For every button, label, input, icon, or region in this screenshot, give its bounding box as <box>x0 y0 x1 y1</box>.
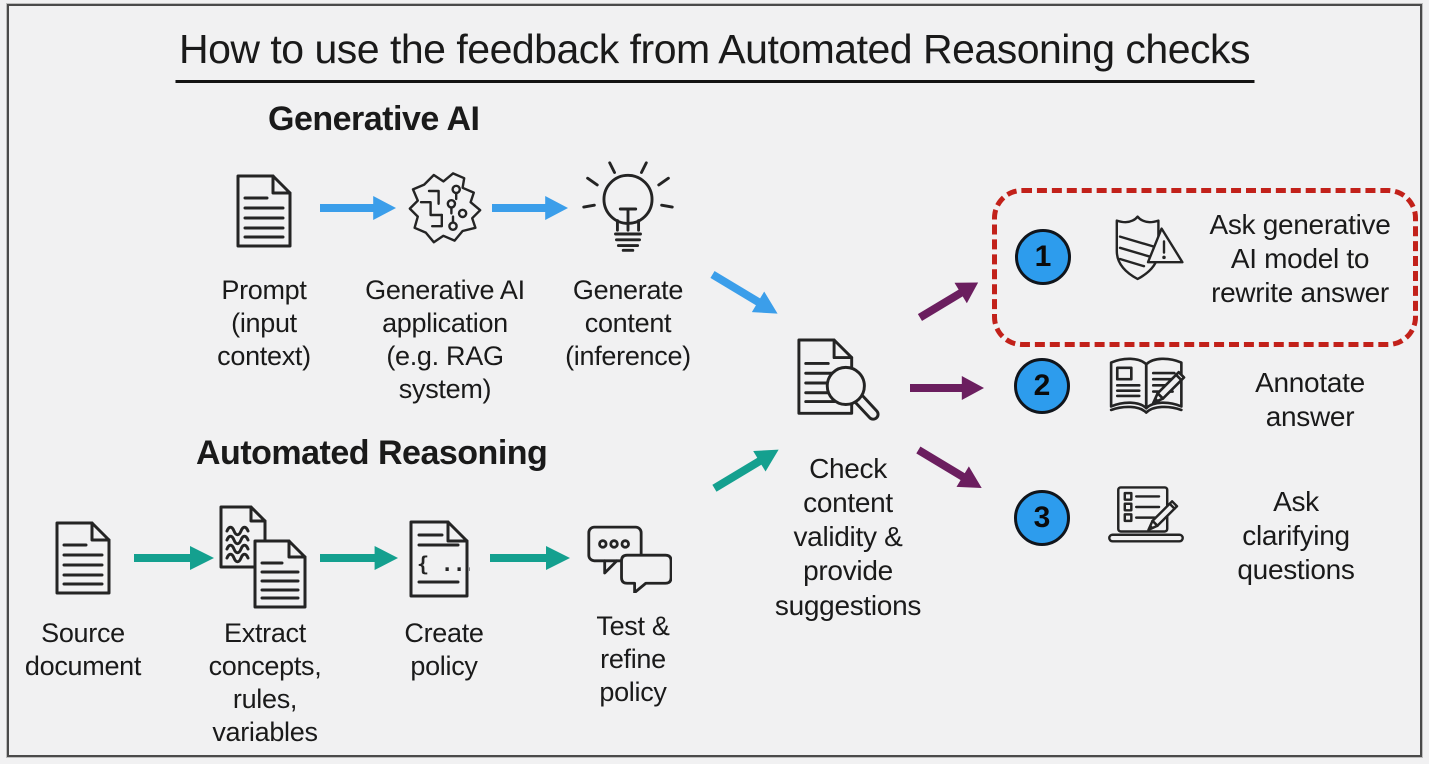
page-title: How to use the feedback from Automated R… <box>174 26 1255 83</box>
outcome-number: 3 <box>1033 501 1051 534</box>
book-pencil-icon <box>1098 352 1198 424</box>
document-icon <box>54 521 112 595</box>
step-label-test-refine: Test & refine policy <box>596 611 670 707</box>
arrow-extract-to-policy <box>320 546 398 570</box>
check-node-label: Check content validity & provide suggest… <box>774 453 922 621</box>
outcome-label-rewrite: Ask generative AI model to rewrite answe… <box>1209 209 1391 309</box>
document-magnifier-icon <box>795 337 881 429</box>
laptop-checklist-icon <box>1098 485 1194 547</box>
step-label-prompt: Prompt (input context) <box>217 275 311 371</box>
arrow-check-to-annotate <box>910 376 984 400</box>
step-label-extract: Extract concepts, rules, variables <box>208 618 322 747</box>
outcome-number-badge: 3 <box>1014 490 1070 546</box>
step-label-source-document: Source document <box>24 618 142 681</box>
automated-reasoning-heading: Automated Reasoning <box>196 434 548 472</box>
document-icon <box>235 174 293 248</box>
outcome-label-annotate: Annotate answer <box>1255 367 1365 433</box>
outcome-number: 2 <box>1033 369 1051 402</box>
lightbulb-icon <box>578 156 678 262</box>
outcome-number: 1 <box>1034 240 1052 273</box>
policy-document-icon: { ...} <box>408 520 470 598</box>
arrow-check-to-rewrite <box>917 282 979 321</box>
outcome-number-badge: 1 <box>1015 229 1071 285</box>
step-label-generate-content: Generate content (inference) <box>565 275 691 371</box>
arrow-prompt-to-application <box>320 196 396 220</box>
arrow-policy-to-test <box>490 546 570 570</box>
outcome-number-badge: 2 <box>1014 358 1070 414</box>
chat-bubbles-icon <box>586 523 672 593</box>
shield-alert-icon <box>1108 213 1188 289</box>
step-label-application: Generative AI application (e.g. RAG syst… <box>365 275 525 404</box>
arrow-application-to-generate <box>492 196 568 220</box>
step-label-create-policy: Create policy <box>404 618 484 681</box>
policy-braces-glyph: { ...} <box>417 552 470 576</box>
arrow-generate-to-check <box>710 270 778 314</box>
arrow-check-to-clarify <box>916 446 982 489</box>
ai-brain-icon <box>403 167 487 247</box>
highlighted-outcome-box <box>992 188 1418 347</box>
arrow-test-to-check <box>712 449 779 492</box>
documents-extract-icon <box>215 505 311 609</box>
arrow-source-to-extract <box>134 546 214 570</box>
outcome-label-clarify: Ask clarifying questions <box>1237 486 1355 586</box>
generative-ai-heading: Generative AI <box>268 100 480 138</box>
